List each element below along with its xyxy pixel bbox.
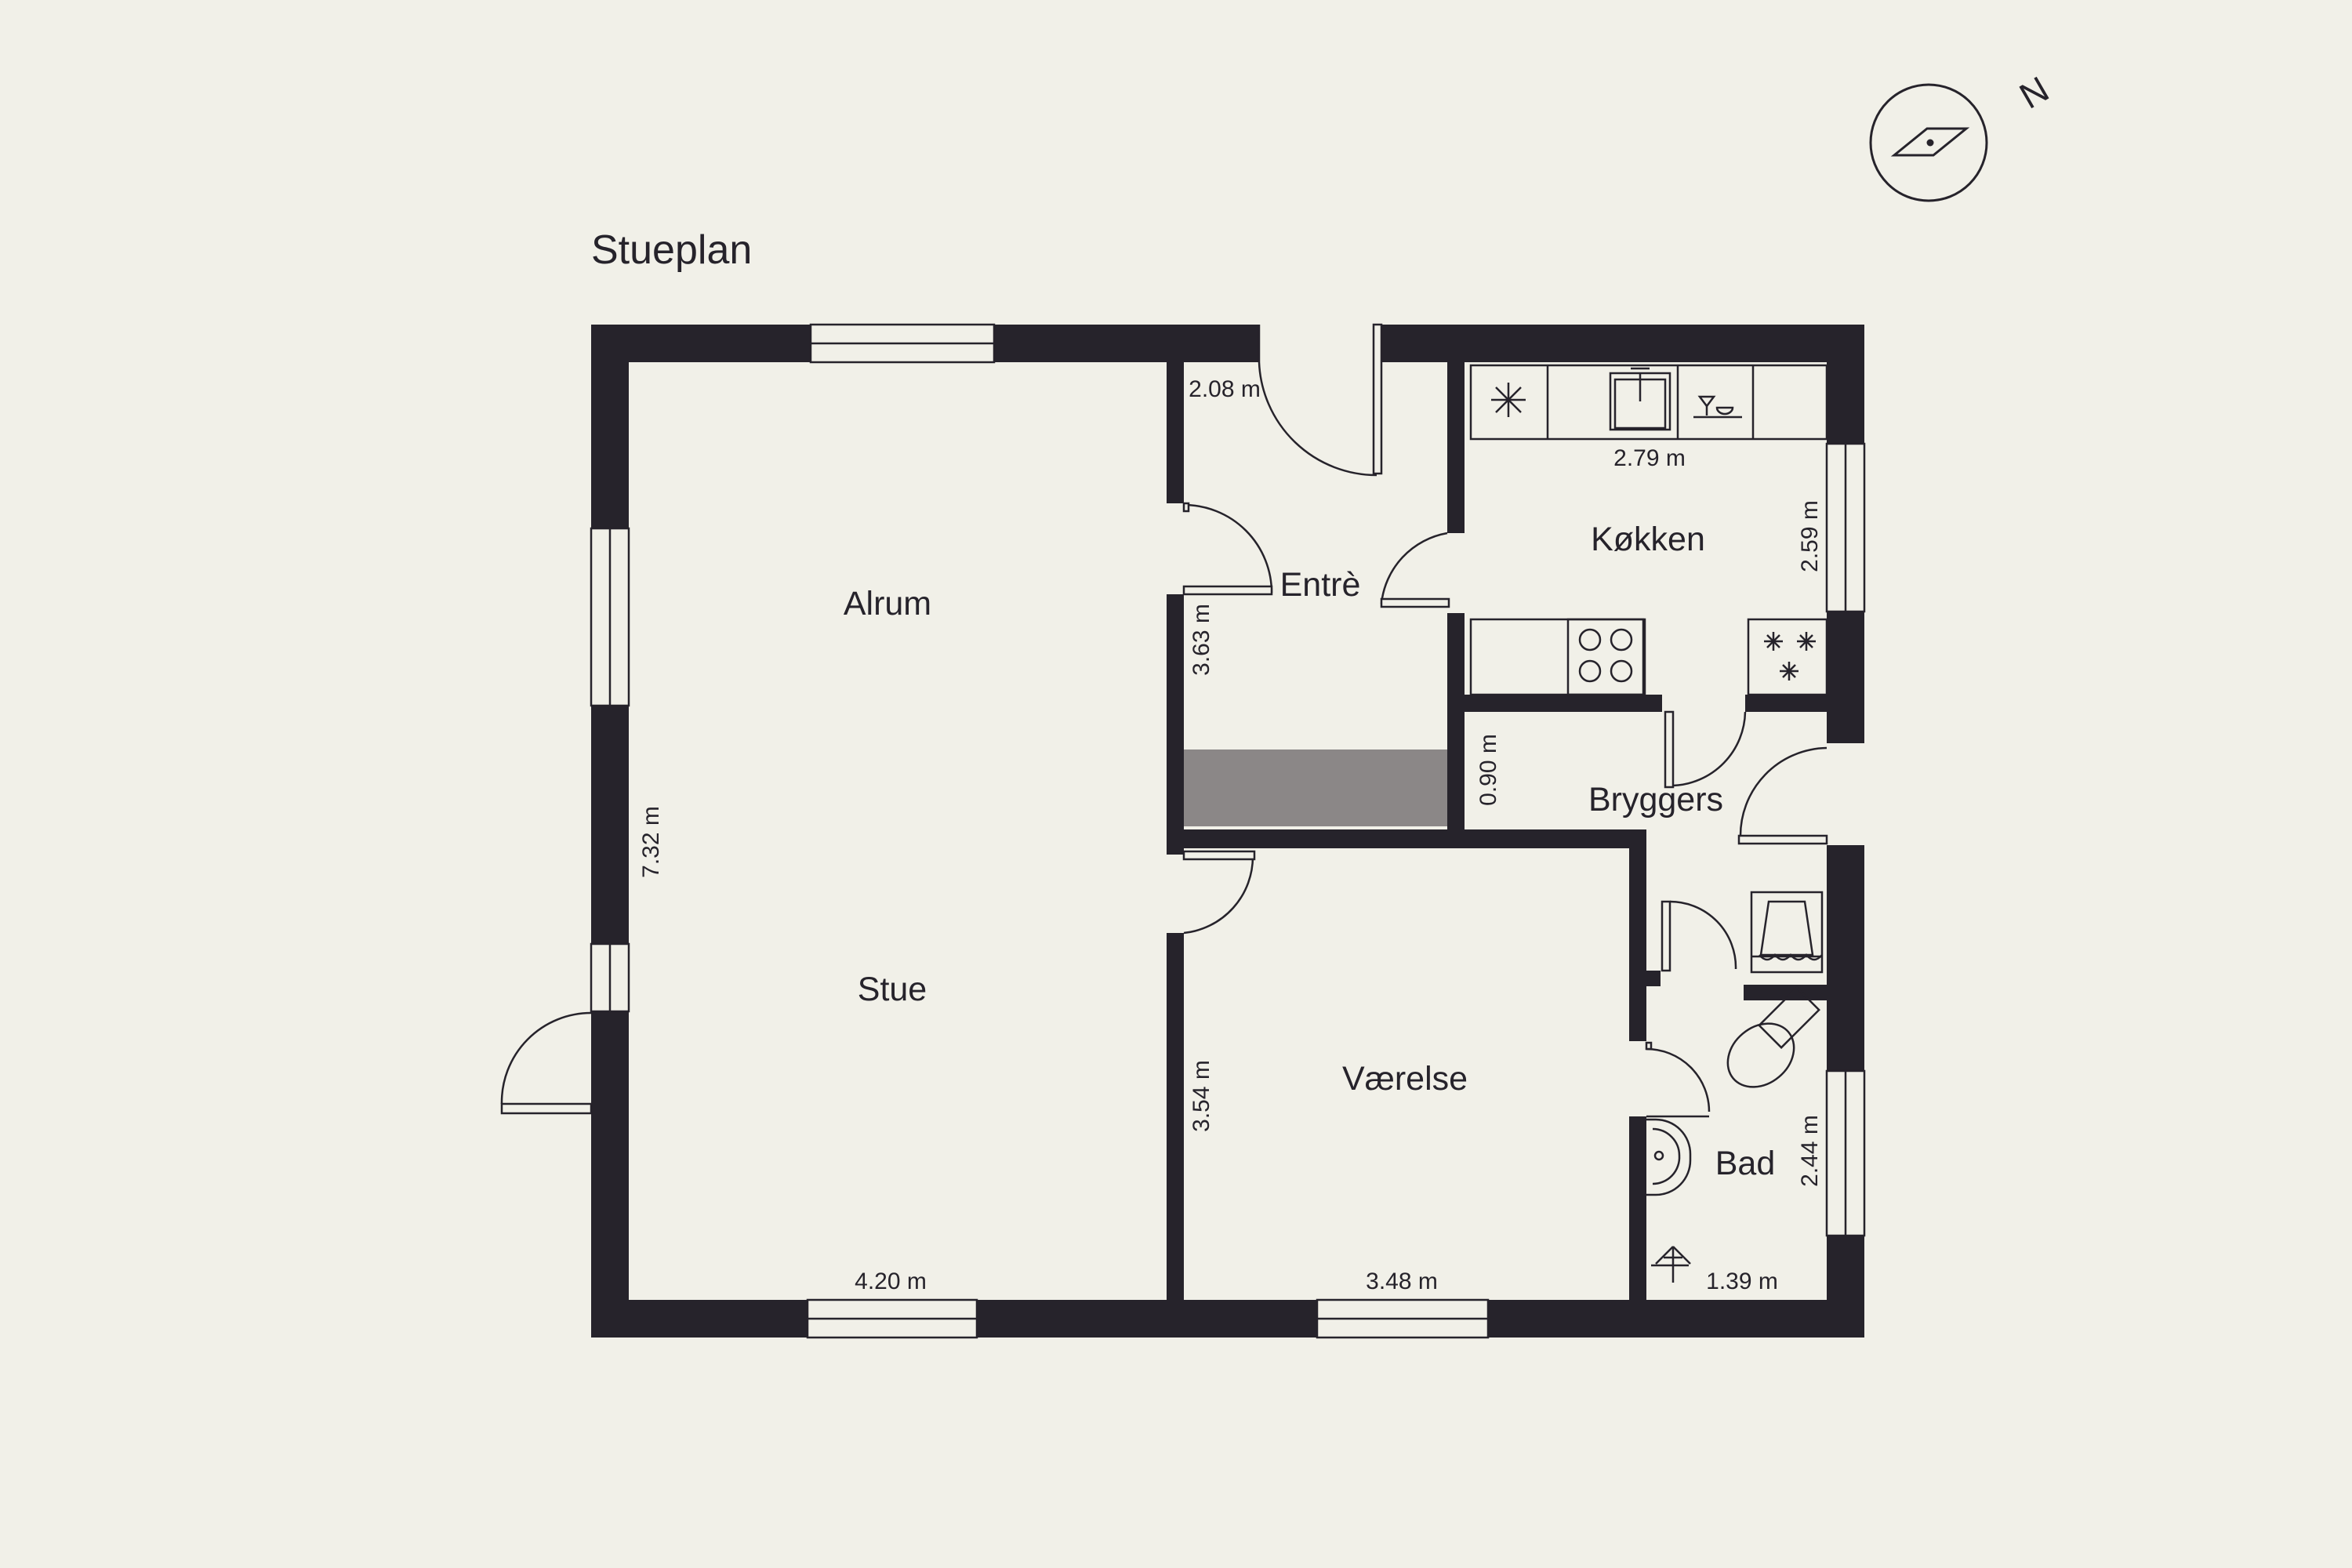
compass: N <box>1869 68 2056 202</box>
sink-icon <box>1609 367 1671 431</box>
toilet-icon <box>1726 986 1820 1088</box>
room-label-bad: Bad <box>1715 1145 1776 1182</box>
dim-bryggers-depth: 0.90 m <box>1475 734 1501 806</box>
compass-needle <box>1890 127 1970 157</box>
dim-vaerelse-width: 3.48 m <box>1366 1269 1438 1294</box>
north-label: N <box>2013 68 2056 117</box>
compass-ring <box>1869 83 1988 202</box>
room-label-entre: Entrè <box>1280 566 1361 604</box>
plan-title: Stueplan <box>591 227 752 273</box>
dim-entre-width: 2.08 m <box>1189 376 1261 402</box>
room-label-alrum: Alrum <box>844 585 931 622</box>
dim-stue-width: 4.20 m <box>855 1269 927 1294</box>
dim-kitchen-width: 2.79 m <box>1613 445 1686 471</box>
hob-icon <box>1578 628 1633 683</box>
dim-bad-width: 1.39 m <box>1706 1269 1778 1294</box>
dim-bad-depth: 2.44 m <box>1797 1115 1823 1187</box>
kitchen-upper-counter <box>1469 364 1828 441</box>
room-label-kokken: Køkken <box>1591 521 1705 558</box>
dim-entre-depth: 3.63 m <box>1189 604 1214 676</box>
fan-icon <box>1491 383 1526 417</box>
inner-walls <box>1167 362 1827 1301</box>
freezer-icon <box>1764 632 1816 681</box>
wash-basin-icon <box>1646 1118 1692 1196</box>
room-labels: Alrum Stue Entrè Køkken Bryggers Værelse… <box>844 521 1775 1182</box>
room-label-bryggers: Bryggers <box>1588 781 1723 818</box>
dim-kitchen-depth: 2.59 m <box>1797 500 1823 572</box>
shower-icon <box>1651 1246 1691 1283</box>
room-label-vaerelse: Værelse <box>1342 1060 1468 1098</box>
dim-vaerelse-depth: 3.54 m <box>1189 1060 1214 1132</box>
dishwasher-icon <box>1693 395 1742 419</box>
dimension-labels: 2.08 m 3.63 m 2.79 m 2.59 m 0.90 m 7.32 … <box>638 376 1823 1294</box>
doors <box>500 323 1828 1118</box>
compass-center-dot <box>1926 139 1934 147</box>
stair-area <box>1184 750 1447 826</box>
washing-machine-icon <box>1750 891 1824 974</box>
dim-stue-depth: 7.32 m <box>638 806 664 878</box>
windows <box>590 323 1866 1339</box>
kitchen-lower-counter <box>1469 618 1828 696</box>
room-label-stue: Stue <box>858 971 927 1008</box>
